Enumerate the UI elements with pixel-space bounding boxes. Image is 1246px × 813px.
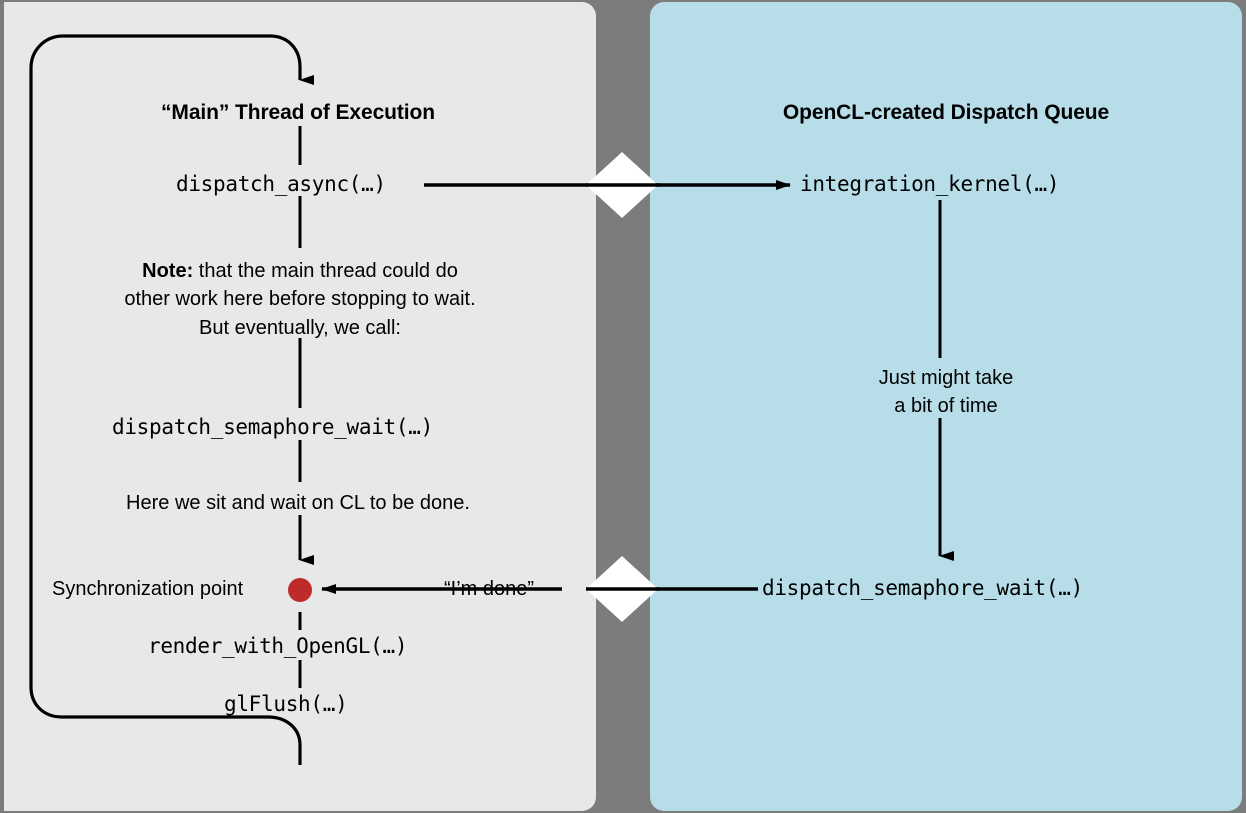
im-done-label: “I’m done”: [444, 578, 535, 600]
note-line-2: other work here before stopping to wait.: [124, 288, 476, 311]
lane-dispatch-queue: [650, 2, 1242, 811]
duration-note-line-1: Just might take: [878, 367, 1014, 389]
note-line-3: But eventually, we call:: [199, 316, 401, 339]
call-render-with-opengl: render_with_OpenGL(…): [148, 634, 408, 658]
synchronization-point-label: Synchronization point: [52, 578, 244, 600]
duration-note: Just might take a bit of time: [650, 364, 1242, 421]
lane-title-main-thread: “Main” Thread of Execution: [161, 101, 435, 124]
call-dispatch-semaphore-wait-main: dispatch_semaphore_wait(…): [112, 415, 433, 439]
diamond-connector-icon-bottom: [586, 556, 658, 622]
call-integration-kernel: integration_kernel(…): [800, 172, 1060, 196]
note-line-1: that the main thread could do: [193, 260, 458, 282]
call-dispatch-semaphore-wait-queue: dispatch_semaphore_wait(…): [762, 576, 1083, 600]
call-dispatch-async: dispatch_async(…): [176, 172, 386, 196]
note-label: Note:: [142, 260, 194, 282]
synchronization-point-dot: [288, 578, 312, 602]
duration-note-line-2: a bit of time: [894, 395, 998, 418]
main-thread-note: Note: that the main thread could do othe…: [46, 257, 554, 342]
diamond-connector-icon-top: [586, 152, 658, 218]
wait-caption: Here we sit and wait on CL to be done.: [126, 492, 470, 514]
call-gl-flush: glFlush(…): [224, 692, 348, 716]
connector-line-over-diamonds: [586, 183, 660, 591]
lane-title-dispatch-queue: OpenCL-created Dispatch Queue: [782, 101, 1110, 124]
